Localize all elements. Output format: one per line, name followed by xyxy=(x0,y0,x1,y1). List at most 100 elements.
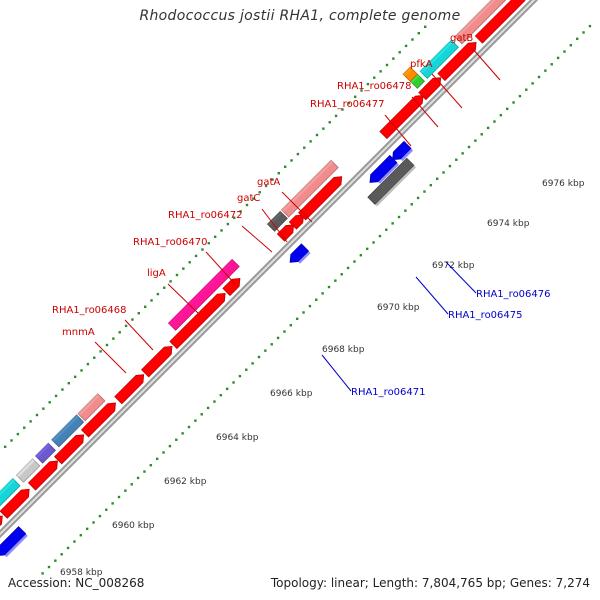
gene-forward-green-highlight xyxy=(410,74,420,84)
kbp-tick-label: 6968 kbp xyxy=(322,345,365,355)
gene-forward xyxy=(0,488,30,519)
gene-label: RHA1_ro06476 xyxy=(476,289,551,300)
tick-line-lower xyxy=(206,406,210,410)
tick-line-lower xyxy=(98,514,102,518)
tick-line-lower xyxy=(155,457,159,461)
tick-line-upper xyxy=(188,261,191,264)
gene-forward-gray-highlight xyxy=(16,458,35,478)
tick-line-lower xyxy=(556,56,560,60)
backbone-layer xyxy=(0,0,539,539)
gene-forward-highlight xyxy=(0,490,24,514)
gene-label: gatC xyxy=(237,193,260,204)
label-layer: gatBpfkARHA1_ro06478RHA1_ro06477gatAgatC… xyxy=(52,33,551,398)
gene-label-leader xyxy=(415,276,449,315)
gene-reverse-highlight xyxy=(377,162,399,184)
tick-line-lower xyxy=(531,82,534,85)
gene-forward-highlight xyxy=(298,177,337,215)
tick-line-upper xyxy=(366,82,370,86)
tick-line-upper xyxy=(315,133,319,137)
tick-line-lower xyxy=(512,101,515,104)
gene-label: pfkA xyxy=(410,59,433,70)
tick-line-lower xyxy=(588,24,592,28)
gene-label-leader xyxy=(384,114,412,147)
tick-line-lower xyxy=(480,133,483,136)
tick-line-lower xyxy=(378,234,382,238)
tick-line-upper xyxy=(54,394,58,398)
tick-line-upper xyxy=(417,31,421,35)
gene-label: RHA1_ro06475 xyxy=(448,310,523,321)
tick-line-lower xyxy=(435,177,439,181)
tick-line-lower xyxy=(276,336,280,340)
gene-label-leader xyxy=(431,73,463,109)
tick-line-lower xyxy=(563,50,566,53)
genome-info-text: Topology: linear; Length: 7,804,765 bp; … xyxy=(270,576,590,590)
tick-line-lower xyxy=(346,266,350,270)
tick-line-lower xyxy=(232,381,235,384)
tick-line-lower xyxy=(136,476,140,480)
gene-forward-pink xyxy=(77,393,106,422)
gene-forward-gray xyxy=(15,458,41,483)
tick-line-lower xyxy=(73,540,76,543)
gene-forward-highlight xyxy=(169,294,220,344)
tick-line-upper xyxy=(213,235,217,239)
gene-label: RHA1_ro06478 xyxy=(337,81,412,92)
backbone-highlight xyxy=(0,0,536,536)
tick-line-upper xyxy=(156,292,160,296)
tick-line-upper xyxy=(105,343,109,347)
gene-label-leader xyxy=(205,251,236,285)
gene-label-leader xyxy=(261,208,288,243)
tick-line-lower xyxy=(474,139,477,142)
kbp-tick-label: 6974 kbp xyxy=(487,219,530,229)
gene-forward-pink xyxy=(281,159,339,218)
tick-line-lower xyxy=(334,279,337,282)
tick-line-lower xyxy=(219,394,223,397)
tick-line-lower xyxy=(404,209,407,212)
gene-forward-highlight xyxy=(28,461,52,485)
tick-line-upper xyxy=(385,63,389,67)
tick-line-upper xyxy=(347,101,351,105)
tick-line-lower xyxy=(238,374,242,378)
gene-reverse-highlight xyxy=(400,148,414,162)
tick-line-lower xyxy=(117,495,121,499)
tick-line-lower xyxy=(365,247,369,251)
gene-forward-cyan xyxy=(0,478,21,507)
gene-forward-steel-highlight xyxy=(51,415,79,442)
tick-line-lower xyxy=(92,521,95,524)
gene-reverse-gray-highlight xyxy=(375,165,416,207)
tick-line-lower xyxy=(264,349,267,352)
tick-line-lower xyxy=(54,559,57,562)
tick-line-upper xyxy=(226,222,230,226)
gene-forward xyxy=(437,41,477,82)
gene-forward-highlight xyxy=(141,347,167,372)
tick-line-upper xyxy=(283,165,287,169)
feature-layer xyxy=(0,0,526,558)
gene-reverse xyxy=(289,243,310,263)
tick-line-upper xyxy=(80,369,83,372)
tick-line-upper xyxy=(10,439,13,442)
tick-line-upper xyxy=(150,299,153,302)
tick-line-upper xyxy=(163,286,166,289)
tick-line-lower xyxy=(85,527,89,531)
gene-forward xyxy=(0,515,3,527)
tick-line-lower xyxy=(353,260,356,263)
tick-line-lower xyxy=(295,317,299,321)
gene-forward-pink-highlight xyxy=(454,0,496,39)
gene-label-leader xyxy=(321,354,352,392)
tick-line-upper xyxy=(16,432,20,436)
gene-label: gatB xyxy=(450,33,473,44)
tick-line-upper xyxy=(3,445,7,449)
tick-line-upper xyxy=(322,127,325,130)
tick-line-lower xyxy=(270,343,273,346)
tick-line-lower xyxy=(143,470,146,473)
gene-forward xyxy=(298,176,343,221)
tick-line-upper xyxy=(264,184,268,188)
tick-line-lower xyxy=(410,203,413,206)
tick-line-lower xyxy=(499,113,503,117)
tick-line-upper xyxy=(220,229,223,232)
tick-line-upper xyxy=(35,413,39,417)
tick-line-lower xyxy=(79,534,83,537)
tick-line-upper xyxy=(392,57,395,60)
kbp-tick-label: 6976 kbp xyxy=(542,179,585,189)
